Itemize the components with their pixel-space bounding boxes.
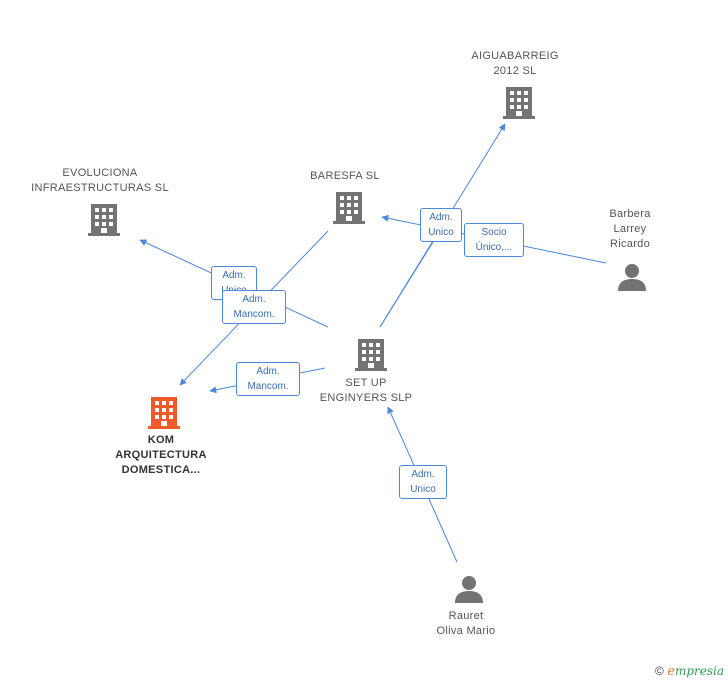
empresia-logo-text: mpresia — [674, 664, 724, 678]
building-icon — [333, 192, 365, 224]
person-icon — [618, 264, 646, 291]
node-label-evoluciona[interactable]: EVOLUCIONA INFRAESTRUCTURAS SL — [31, 167, 169, 194]
node-label-kom[interactable]: KOM ARQUITECTURA DOMESTICA... — [115, 434, 207, 476]
empresia-logo-e: e — [667, 664, 675, 679]
edge-label-adm-mancom[interactable]: Adm. Mancom. — [222, 290, 286, 324]
node-label-aiguabarreig[interactable]: AIGUABARREIG 2012 SL — [471, 50, 559, 77]
person-icon — [455, 576, 483, 603]
node-label-setup[interactable]: SET UP ENGINYERS SLP — [319, 377, 413, 404]
node-label-barbera[interactable]: Barbera Larrey Ricardo — [609, 208, 651, 250]
edge-setup-to-baresfa — [379, 241, 434, 328]
copyright-symbol: © — [655, 664, 664, 678]
edge-label-adm-unico[interactable]: Adm. Unico — [420, 208, 462, 242]
node-label-baresfa[interactable]: BARESFA SL — [310, 170, 380, 182]
building-icon — [355, 339, 387, 371]
edge-label-adm-unico[interactable]: Adm. Unico — [399, 465, 447, 499]
building-icon — [88, 204, 120, 236]
node-label-rauret[interactable]: Rauret Oliva Mario — [436, 610, 496, 637]
edge-label-adm-mancom[interactable]: Adm. Mancom. — [236, 362, 300, 396]
building-icon — [503, 87, 535, 119]
building-icon — [148, 397, 180, 429]
empresia-credit: © empresia — [655, 664, 724, 679]
edge-label-socio-unico[interactable]: Socio Único,... — [464, 223, 524, 257]
